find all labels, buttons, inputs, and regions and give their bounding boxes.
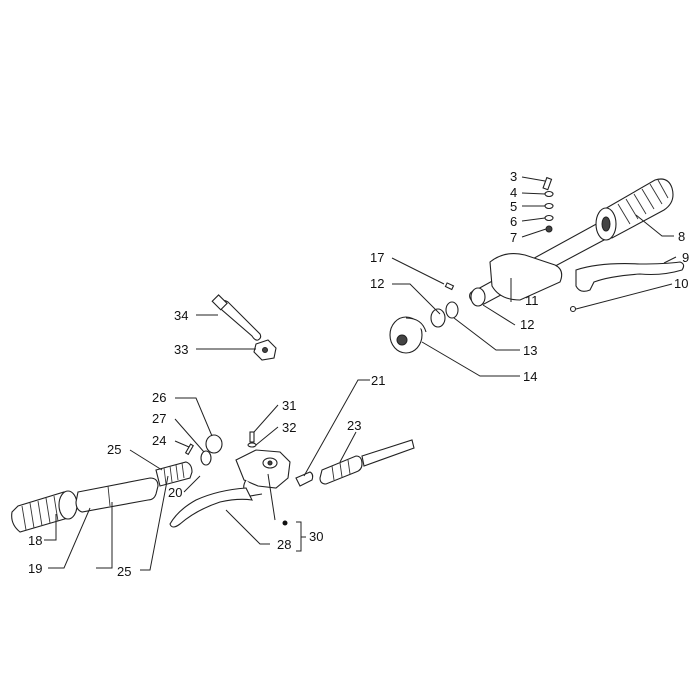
o-ring-inner-part (445, 301, 459, 319)
part-number-labels: 3 4 5 6 7 8 9 10 11 12 17 12 13 14 34 33… (28, 169, 689, 579)
marker-dot (282, 520, 288, 526)
label-30: 30 (309, 529, 323, 544)
label-8: 8 (678, 229, 685, 244)
left-grip-part (11, 490, 78, 533)
hose-fitting-part (319, 455, 363, 485)
label-3: 3 (510, 169, 517, 184)
label-14: 14 (523, 369, 537, 384)
right-grip-part (595, 178, 674, 241)
bolt-part (211, 294, 262, 341)
label-31: 31 (282, 398, 296, 413)
banjo-fitting-part (295, 471, 314, 487)
label-12-left: 12 (370, 276, 384, 291)
throttle-tube-part (75, 477, 159, 513)
label-11: 11 (525, 293, 539, 308)
label-5: 5 (510, 199, 517, 214)
label-6: 6 (510, 214, 517, 229)
label-19: 19 (28, 561, 42, 576)
label-10: 10 (674, 276, 688, 291)
label-4: 4 (510, 185, 517, 200)
label-23: 23 (347, 418, 361, 433)
right-handlebar-assembly (389, 176, 685, 354)
label-7: 7 (510, 230, 517, 245)
label-25-top: 25 (107, 442, 121, 457)
ring-27-part (200, 450, 212, 466)
label-18: 18 (28, 533, 42, 548)
pin-part (444, 282, 455, 291)
small-screw-part (569, 305, 577, 313)
square-nut-part (253, 339, 277, 361)
brake-hose-part (361, 439, 415, 467)
right-lever-part (575, 261, 685, 292)
label-9: 9 (682, 250, 689, 265)
switch-housing-part (389, 316, 427, 354)
left-handlebar-assembly (11, 431, 415, 533)
label-17: 17 (370, 250, 384, 265)
label-33: 33 (174, 342, 188, 357)
handlebar-tube-part (469, 221, 611, 307)
o-ring-part (430, 308, 446, 328)
label-12-right: 12 (520, 317, 534, 332)
label-20: 20 (168, 485, 182, 500)
label-27: 27 (152, 411, 166, 426)
nut-26-part (205, 434, 223, 454)
leader-lines (44, 176, 677, 571)
brake-lever-part (169, 487, 253, 528)
label-32: 32 (282, 420, 296, 435)
label-28: 28 (277, 537, 291, 552)
label-25-bottom: 25 (117, 564, 131, 579)
label-26: 26 (152, 390, 166, 405)
screw-31-part (247, 431, 257, 448)
label-24: 24 (152, 433, 166, 448)
threaded-sleeve-part (155, 461, 193, 487)
pin-24-part (184, 443, 194, 456)
label-13: 13 (523, 343, 537, 358)
label-21: 21 (371, 373, 385, 388)
label-34: 34 (174, 308, 188, 323)
small-fasteners-stack (542, 176, 554, 233)
